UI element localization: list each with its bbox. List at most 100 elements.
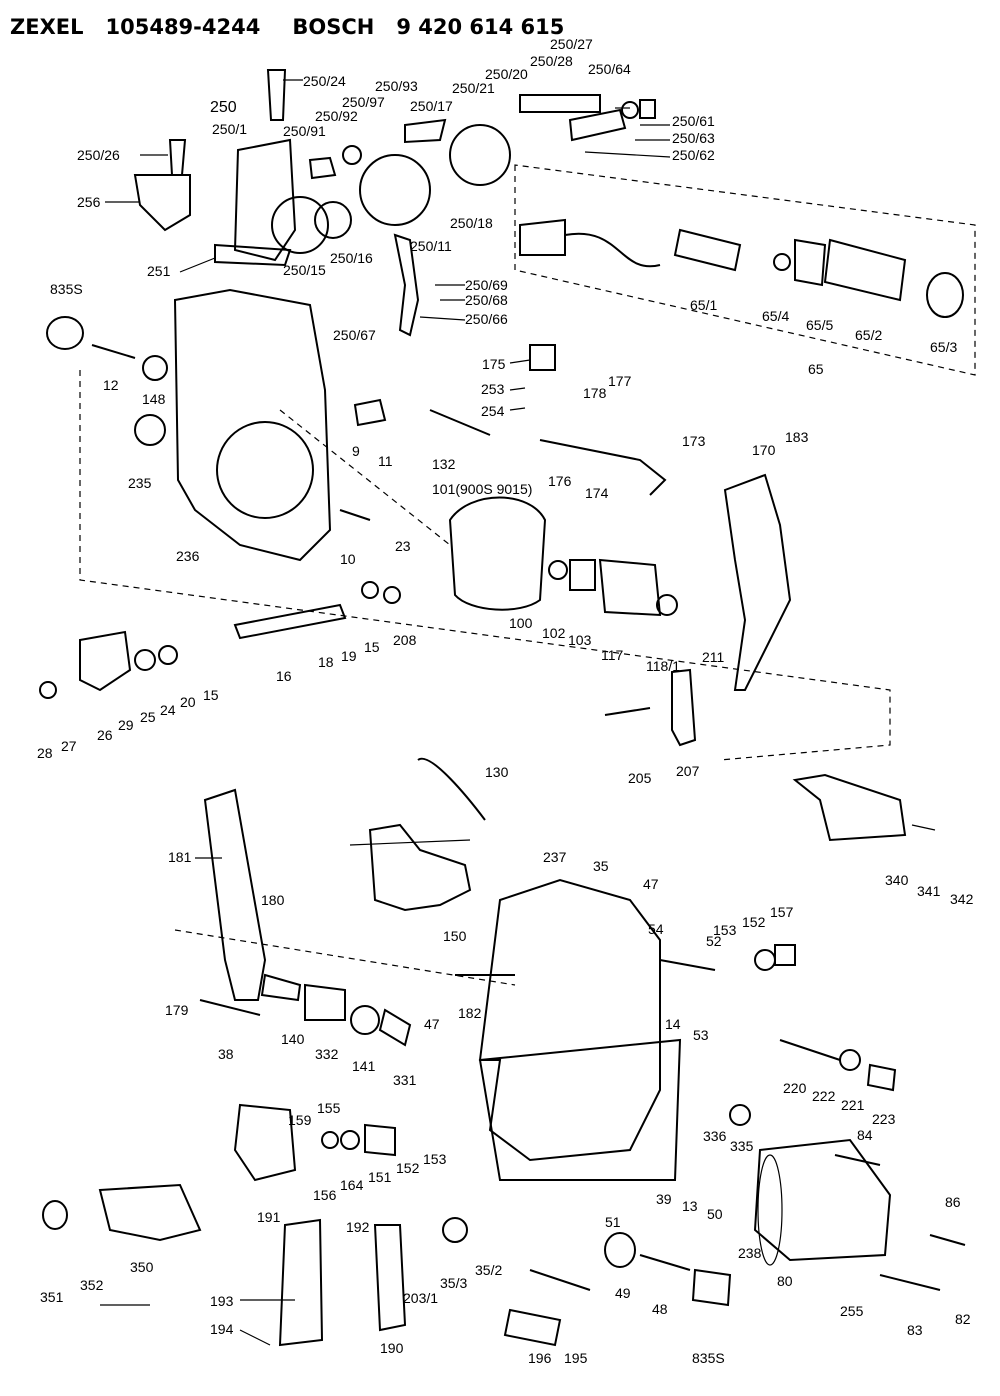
callout-53: 53 [693,1027,709,1043]
sleeve-151 [364,1123,396,1157]
cap-223 [866,1063,897,1092]
spring-196 [503,1308,562,1347]
shaft-16 [233,603,347,640]
gasket-251 [214,243,292,267]
callout-336: 336 [703,1128,727,1144]
callout-250-17: 250/17 [410,98,453,114]
callout-250-18: 250/18 [450,215,493,231]
nut-35-2 [442,1217,468,1243]
screw-10 [339,509,371,521]
callout-47-a: 47 [643,876,659,892]
callout-141: 141 [352,1058,376,1074]
washer-15-a [361,581,379,599]
callout-250-67: 250/67 [333,327,376,343]
plug-335 [729,1104,751,1126]
bolt-351 [42,1200,68,1230]
lever-26 [79,630,132,692]
cap-250-61 [639,99,656,119]
screw-52 [659,959,716,971]
callout-205: 205 [628,770,652,786]
callout-208: 208 [393,632,417,648]
lever-250-66 [393,233,420,337]
callout-250-66: 250/66 [465,311,508,327]
screw-83 [879,1274,941,1291]
callout-18: 18 [318,654,334,670]
housing-250-15 [271,196,329,254]
lever-193 [278,1218,324,1347]
group-65-dashed-outline [514,164,976,376]
callout-195: 195 [564,1350,588,1366]
callout-250-91: 250/91 [283,123,326,139]
callout-35-3: 35/3 [440,1275,467,1291]
gasket-238 [757,1154,783,1266]
callout-255: 255 [840,1303,864,1319]
callout-26: 26 [97,727,113,743]
callout-157: 157 [770,904,794,920]
callout-250-97: 250/97 [342,94,385,110]
sleeve-103 [569,559,596,591]
cover-250-outline [233,138,297,262]
spring-132 [429,409,491,436]
callout-153-b: 153 [423,1151,447,1167]
washer-208 [383,586,401,604]
callout-48: 48 [652,1301,668,1317]
callout-222: 222 [812,1088,836,1104]
seal-65-3 [926,272,964,318]
callout-174: 174 [585,485,609,501]
callout-132: 132 [432,456,456,472]
callout-16: 16 [276,668,292,684]
callout-156: 156 [313,1187,337,1203]
pump-housing-35 [478,878,661,1162]
spring-130 [417,757,486,821]
screw-250-62 [568,108,627,142]
seal-141 [350,1005,380,1035]
callout-238: 238 [738,1245,762,1261]
callout-182: 182 [458,1005,482,1021]
callout-101: 101(900S 9015) [432,481,532,497]
cap-250-93 [404,118,447,144]
callout-29: 29 [118,717,134,733]
callout-340: 340 [885,872,909,888]
dashed-guide-shaft [279,409,451,546]
screw-220 [779,1039,841,1061]
block-191 [233,1103,297,1182]
zexel-part-number: 105489-4244 [105,15,261,39]
ring-152a [754,949,776,971]
callout-181: 181 [168,849,192,865]
housing-lower-block [478,1038,682,1181]
callout-835S-bottom: 835S [692,1350,725,1366]
diagram-header: ZEXEL 105489-4244 BOSCH 9 420 614 615 [10,10,564,44]
callout-335: 335 [730,1138,754,1154]
nut-65-5 [794,238,827,287]
plate-350 [98,1183,202,1242]
callout-203-1: 203/1 [403,1290,438,1306]
callout-27: 27 [61,738,77,754]
callout-250-24: 250/24 [303,73,346,89]
callout-207: 207 [676,763,700,779]
callout-25: 25 [140,709,156,725]
callout-220: 220 [783,1080,807,1096]
callout-151: 151 [368,1169,392,1185]
callout-65-3: 65/3 [930,339,957,355]
spring-250-16 [314,201,352,239]
callout-155: 155 [317,1100,341,1116]
pin-205 [604,707,651,716]
callout-84: 84 [857,1127,873,1143]
callout-250-11: 250/11 [410,238,452,254]
callout-250-64: 250/64 [588,61,631,77]
brand-bosch: BOSCH [292,15,375,39]
parts-artwork [39,69,976,1347]
bosch-part-number: 9 420 614 615 [396,15,565,39]
callout-130: 130 [485,764,509,780]
callout-250-28: 250/28 [530,53,573,69]
cover-80 [753,1138,892,1262]
nut-49 [604,1232,636,1268]
bushing-148 [142,355,168,381]
callout-221: 221 [841,1097,865,1113]
screw-250-21 [519,94,601,113]
callout-117: 117 [601,647,624,663]
solenoid-65-1 [673,228,742,272]
callout-54: 54 [648,921,664,937]
gear-117 [598,558,662,617]
o-ring-65-4 [773,253,791,271]
